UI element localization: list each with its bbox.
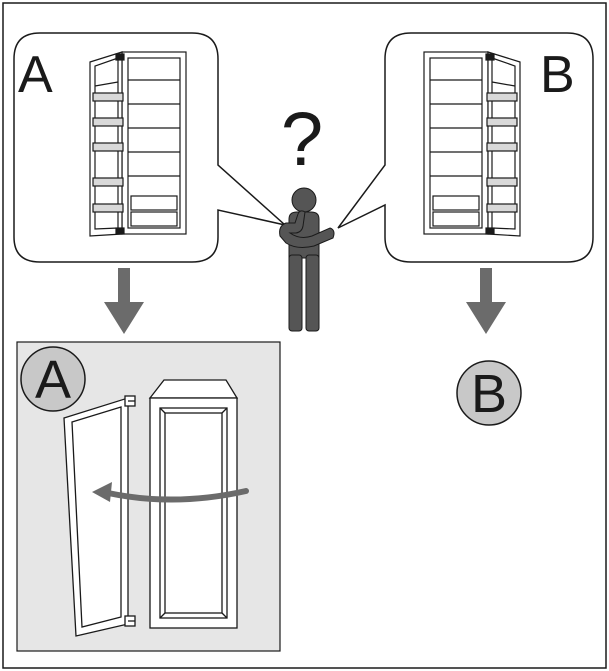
option-b-label: B (540, 46, 575, 104)
fridge-icon (423, 51, 521, 237)
speech-bubble-option-b: B (337, 32, 594, 263)
thinking-person-icon (279, 187, 335, 332)
speech-bubble-option-a: A (13, 32, 288, 263)
option-a-badge: A (20, 346, 86, 412)
curved-arrow-left-icon (92, 482, 249, 503)
option-a-label: A (18, 46, 53, 104)
question-mark: ? (281, 97, 323, 182)
option-a-detail-panel: A (16, 341, 281, 652)
fridge-icon (89, 51, 187, 237)
arrow-down-icon (466, 268, 506, 334)
option-a-badge-label: A (35, 350, 71, 410)
arrow-down-icon (104, 268, 144, 334)
fridge-cabinet (148, 379, 239, 629)
option-b-badge: B (456, 360, 522, 426)
option-b-badge-label: B (471, 364, 507, 424)
fridge-door (63, 395, 136, 637)
